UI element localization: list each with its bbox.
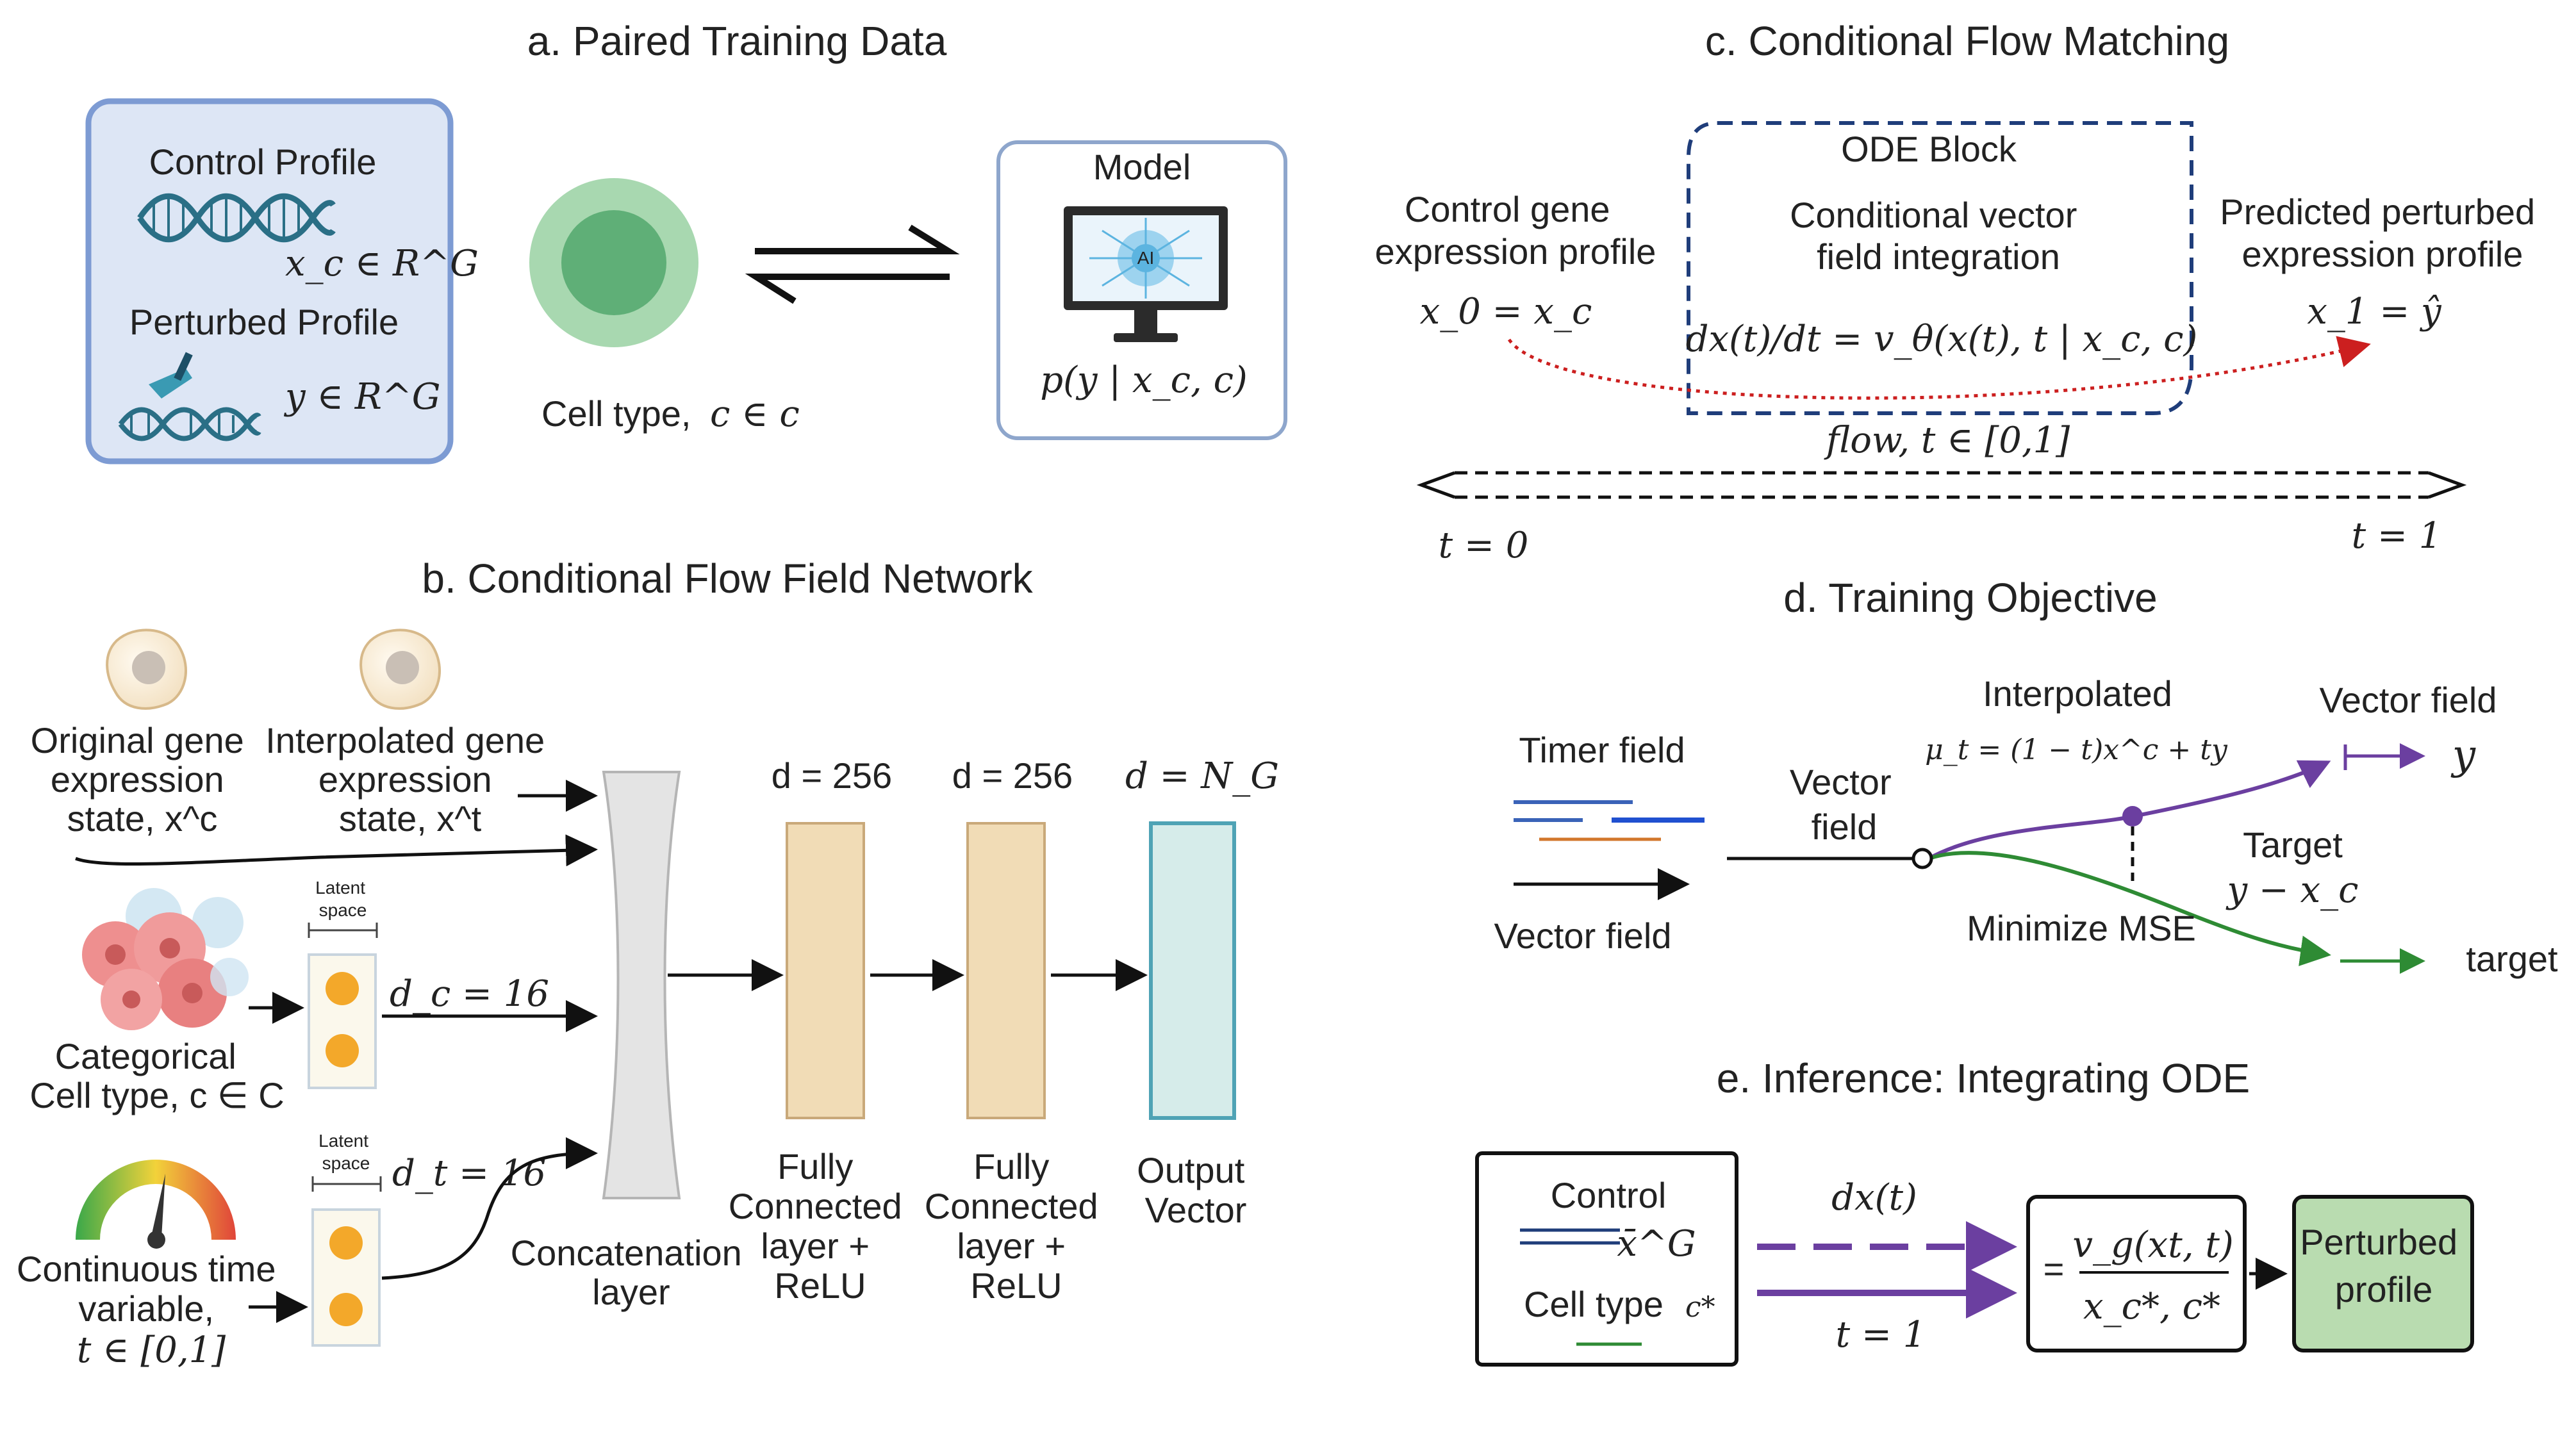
eq-sign: = <box>2043 1249 2065 1289</box>
timer-field-lines <box>1514 800 1705 841</box>
monitor-icon: AI <box>1064 206 1228 342</box>
x1-math: x_1 = ŷ <box>2307 291 2442 333</box>
vector-field-left-label: Vector field <box>1494 916 1671 956</box>
dt-label: d_t = 16 <box>392 1153 546 1194</box>
perturbed-profile-label: Perturbed Profile <box>129 302 399 342</box>
control-math: x_c ∈ R^G <box>285 243 479 284</box>
panel-b: b. Conditional Flow Field Network Origin… <box>17 555 1279 1371</box>
panel-e-title: e. Inference: Integrating ODE <box>1717 1055 2250 1101</box>
panel-a-title: a. Paired Training Data <box>527 18 947 64</box>
output-label: Output Vector <box>1137 1150 1255 1230</box>
cell-icon-original <box>106 629 187 710</box>
cstar-math: c* <box>1685 1291 1715 1324</box>
categorical-label: Categorical Cell type, c ∈ C <box>29 1036 284 1115</box>
time-axis-double-arrow <box>1416 471 2467 499</box>
cell-type-e-label: Cell type <box>1524 1284 1664 1324</box>
interpolated-point <box>2122 806 2143 826</box>
eq-numerator: v_g(xt, t) <box>2072 1224 2233 1266</box>
cell-type-label: Cell type, <box>541 393 691 434</box>
fc1-dim: d = 256 <box>772 755 892 796</box>
cell-type-math: c ∈ c <box>710 393 800 435</box>
perturbed-profile-label: Perturbed profile <box>2300 1222 2468 1310</box>
cell-cluster-icon <box>82 888 249 1030</box>
fc2-label: Fully Connected layer + ReLU <box>925 1146 1108 1306</box>
dx-label: dx(t) <box>1831 1177 1917 1219</box>
perturbed-profile-box <box>2292 1195 2474 1352</box>
vector-field-mid-label: Vector field <box>1790 762 1901 847</box>
t-equals-1: t = 1 <box>1836 1314 1926 1356</box>
latent-space-label-2: Latent space <box>318 1131 374 1173</box>
panel-c: c. Conditional Flow Matching ODE Block C… <box>1375 18 2545 566</box>
output-dim: d = N_G <box>1125 755 1279 797</box>
integration-label: Conditional vector field integration <box>1790 195 2087 277</box>
interp-equation: μ_t = (1 − t)x^c + ty <box>1925 734 2228 766</box>
vector-field-right-label: Vector field <box>2319 680 2497 720</box>
panel-d: d. Training Objective Timer field Vector… <box>1494 575 2558 979</box>
gauge-icon <box>76 1160 236 1249</box>
arrow-latent2-to-concat <box>381 1137 598 1280</box>
dna-helix-icon <box>137 193 336 243</box>
latent-unit <box>329 1293 363 1326</box>
xbar-math: x̄^G <box>1617 1223 1696 1265</box>
model-math: p(y | x_c, c) <box>1040 359 1248 401</box>
fc1-layer <box>786 822 865 1119</box>
control-label: Control <box>1551 1175 1667 1215</box>
flow-trajectory <box>1507 336 2371 400</box>
target-path <box>1928 851 2331 966</box>
latent-space-label-1: Latent space <box>315 878 370 920</box>
latent-unit <box>329 1226 363 1260</box>
fc1-label: Fully Connected layer + ReLU <box>729 1146 912 1306</box>
target-label: Target <box>2243 825 2343 865</box>
equilibrium-arrows <box>745 224 960 304</box>
x0-math: x_0 = x_c <box>1420 291 1592 333</box>
timer-field-label: Timer field <box>1519 730 1685 770</box>
dc-label: d_c = 16 <box>390 973 549 1015</box>
concat-layer <box>602 771 681 1199</box>
t0-label: t = 0 <box>1439 525 1529 566</box>
origin-node <box>1911 848 1933 869</box>
panel-d-title: d. Training Objective <box>1783 575 2157 621</box>
output-vector <box>1149 821 1236 1120</box>
panel-e: e. Inference: Integrating ODE Control x̄… <box>1475 1055 2474 1367</box>
predicted-expression-label: Predicted perturbed expression profile <box>2220 192 2545 274</box>
target-end-label: target <box>2466 939 2558 979</box>
mse-label: Minimize MSE <box>1967 908 2196 948</box>
ode-block-label: ODE Block <box>1841 129 2017 169</box>
concat-label: Concatenation layer <box>511 1233 752 1312</box>
dna-edit-icon <box>118 407 261 441</box>
control-input-box <box>1475 1151 1738 1367</box>
latent-unit <box>326 1034 359 1067</box>
model-label: Model <box>1093 147 1191 187</box>
continuous-time-label: Continuous time variable, t ∈ [0,1] <box>17 1249 286 1371</box>
y-symbol: y <box>2450 732 2476 779</box>
fc2-dim: d = 256 <box>952 755 1073 796</box>
latent-unit <box>326 972 359 1005</box>
ode-equation: dx(t)/dt = v_θ(x(t), t | x_c, c) <box>1686 318 2198 360</box>
flow-label: flow, t ∈ [0,1] <box>1824 420 2070 461</box>
original-gene-label: Original gene expression state, x^c <box>31 720 254 839</box>
cell-nucleus <box>561 210 666 315</box>
panel-c-title: c. Conditional Flow Matching <box>1705 18 2229 64</box>
fc2-layer <box>966 822 1046 1119</box>
latent-bracket-2 <box>311 1176 382 1192</box>
target-equation: y − x_c <box>2225 869 2358 911</box>
control-profile-label: Control Profile <box>149 142 377 182</box>
hand-pipette-icon <box>149 352 193 399</box>
ode-block-frame <box>1687 121 2193 415</box>
latent-bracket-1 <box>308 923 378 938</box>
t1-label: t = 1 <box>2352 515 2442 557</box>
eq-denominator: x_c*, c* <box>2083 1286 2220 1327</box>
interpolated-label: Interpolated <box>1983 673 2172 714</box>
arrow-orig-to-concat <box>75 834 598 867</box>
cell-icon-interpolated <box>359 629 441 710</box>
monitor-badge: AI <box>1137 248 1154 268</box>
interpolated-gene-label: Interpolated gene expression state, x^t <box>265 720 554 839</box>
panel-b-title: b. Conditional Flow Field Network <box>422 555 1033 602</box>
control-expression-label: Control gene expression profile <box>1375 189 1656 272</box>
perturbed-math: y ∈ R^G <box>283 376 441 418</box>
panel-a: a. Paired Training Data Control Profile … <box>85 18 1287 464</box>
